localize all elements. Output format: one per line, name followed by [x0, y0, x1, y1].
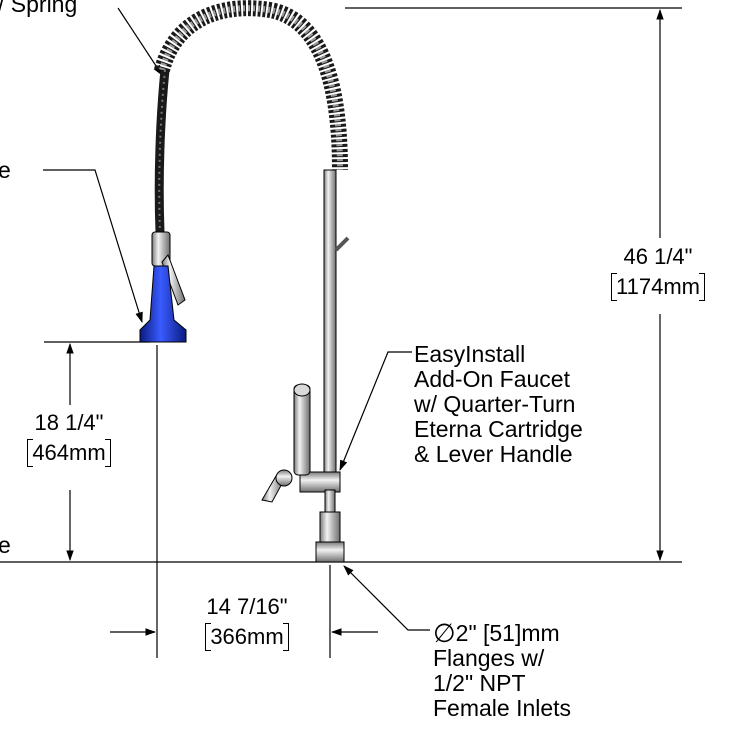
- valve-text: e: [0, 157, 11, 183]
- faucet-line-5: & Lever Handle: [414, 441, 573, 467]
- leader-lines: [43, 7, 430, 631]
- reach-mm: 366mm: [205, 622, 290, 652]
- faucet-line-2: Add-On Faucet: [414, 366, 570, 392]
- faucet-line-4: Eterna Cartridge: [414, 416, 583, 442]
- base-text: e: [0, 532, 11, 558]
- hose: [154, 69, 170, 233]
- spring-callout: / Spring: [0, 0, 77, 17]
- spray-height-label: 18 1/4" 464mm: [4, 408, 134, 468]
- faucet-body-block: [299, 471, 341, 493]
- flange-line-2: Flanges w/: [433, 645, 545, 671]
- flange-line-4: Female Inlets: [433, 695, 572, 721]
- spray-height-mm: 464mm: [27, 438, 112, 468]
- faucet-callout: EasyInstall Add-On Faucet w/ Quarter-Tur…: [414, 342, 583, 467]
- valve-callout: e: [0, 158, 11, 183]
- flange-callout: ∅2" [51]mm Flanges w/ 1/2" NPT Female In…: [433, 620, 571, 721]
- flange-line-3: 1/2" NPT: [433, 670, 526, 696]
- flange: [315, 541, 345, 563]
- riser-pipe: [323, 169, 337, 491]
- flange-diameter: 2" [51]mm: [455, 620, 560, 646]
- spring-leader: [117, 7, 163, 76]
- faucet-leader: [339, 351, 412, 472]
- valve-leader: [43, 169, 143, 324]
- spring-text: / Spring: [0, 0, 78, 17]
- faucet-line-3: w/ Quarter-Turn: [414, 391, 576, 417]
- base-callout: e: [0, 533, 11, 558]
- flange-leader: [343, 565, 430, 631]
- reach-label: 14 7/16" 366mm: [182, 592, 312, 652]
- hook: [334, 236, 350, 252]
- spray-height-in: 18 1/4": [34, 410, 104, 435]
- spray-head: [139, 265, 187, 343]
- inlet-nut: [319, 511, 341, 543]
- lower-riser: [324, 489, 336, 513]
- faucet-line-1: EasyInstall: [414, 341, 526, 367]
- overall-height-mm: 1174mm: [611, 272, 705, 302]
- faucet-body: [139, 0, 350, 563]
- reach-in: 14 7/16": [206, 594, 288, 619]
- diameter-symbol-icon: ∅: [433, 618, 456, 648]
- pre-rinse-spring: [154, 0, 348, 171]
- overall-height-in: 46 1/4": [623, 244, 693, 269]
- add-on-spout: [293, 384, 311, 476]
- overall-height-label: 46 1/4" 1174mm: [588, 242, 728, 302]
- dimension-lines: [0, 7, 682, 658]
